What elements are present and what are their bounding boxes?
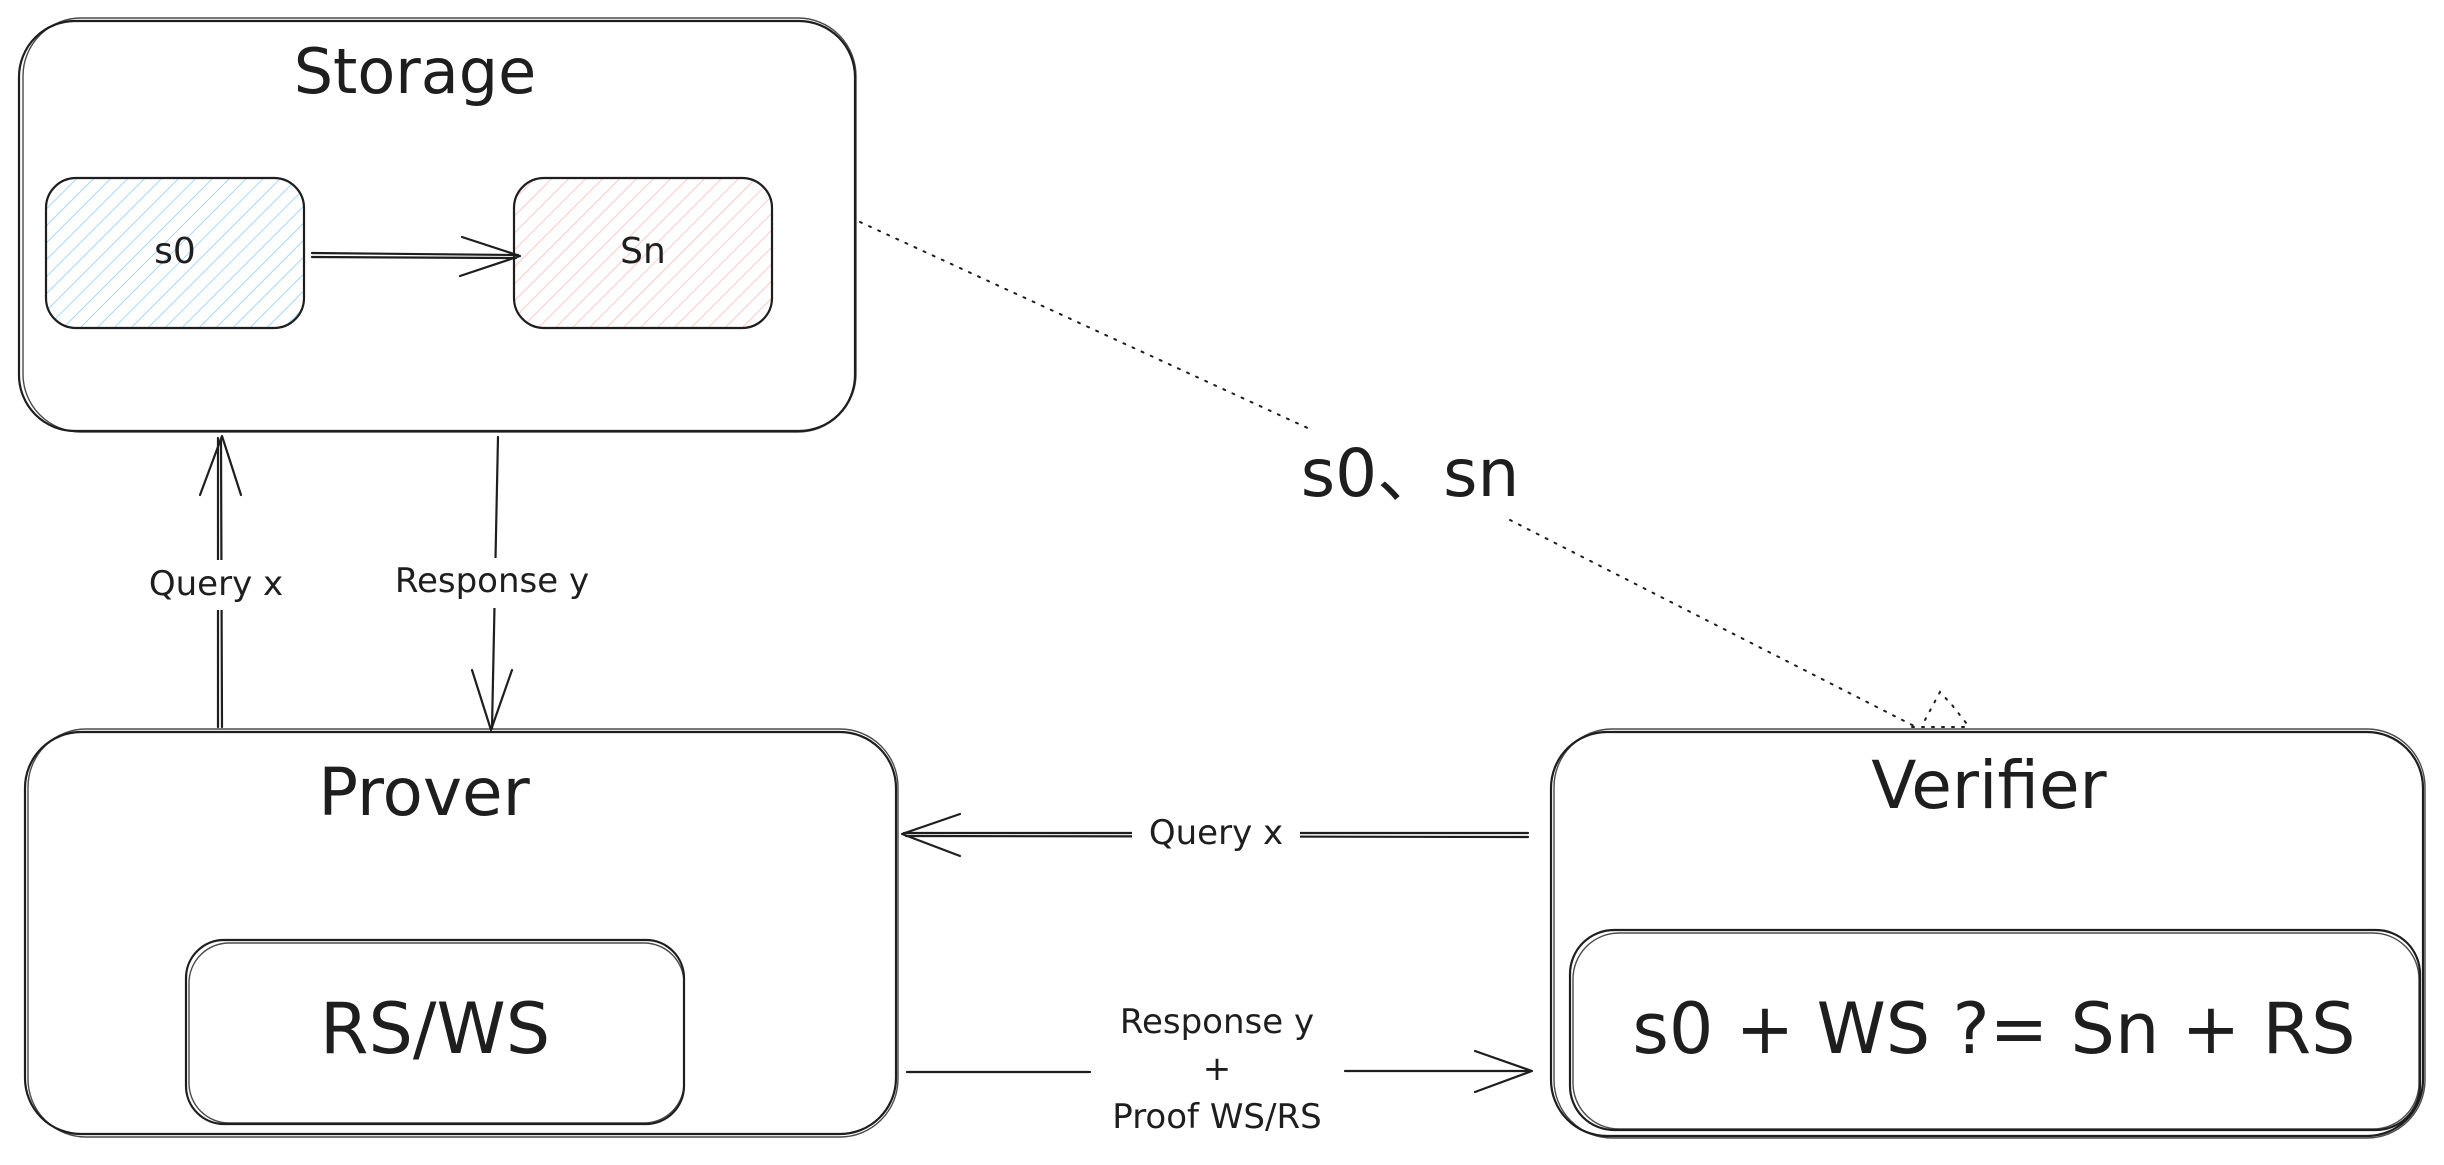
s0-label: s0 [154,231,196,272]
verifier-equation-box-sketch [1572,932,2420,1130]
verifier-query-arrow: Query x [900,808,1530,858]
verifier-equation: s0 + WS ?= Sn + RS [1632,988,2355,1070]
prover-title: Prover [318,754,530,831]
prover-response-label-3: Proof WS/RS [1112,1097,1321,1137]
storage-response-label: Response y [395,561,589,601]
prover-box-sketch [27,728,899,1138]
verifier-node: Verifier s0 + WS ?= Sn + RS [1549,728,2426,1139]
verifier-box [1549,730,2425,1138]
s0-to-sn-arrow [310,235,522,278]
rsws-label: RS/WS [320,988,550,1070]
prover-query-arrow: Query x [132,434,300,729]
storage-box-sketch [22,17,857,433]
prover-response-label-1: Response y [1120,1002,1314,1042]
rsws-box-sketch [188,942,685,1124]
prover-node: Prover RS/WS [23,728,899,1138]
storage-node: Storage s0 Sn [17,17,857,433]
storage-response-arrow: Response y [378,435,604,732]
sn-fill [514,178,772,328]
sn-label: Sn [620,231,666,272]
storage-to-verifier-label: s0、sn [1301,435,1520,512]
sn-node: Sn [512,176,774,330]
verifier-query-label: Query x [1149,813,1283,853]
verifier-box-sketch [1553,728,2426,1139]
verifier-equation-box [1568,928,2422,1132]
storage-title: Storage [294,35,537,108]
prover-box [23,730,898,1136]
prover-response-label-2: + [1203,1049,1232,1089]
prover-query-label: Query x [149,564,283,604]
prover-response-arrow: Response y + Proof WS/RS [905,1002,1534,1137]
storage-box [17,19,857,433]
s0-node: s0 [44,176,306,330]
s0-box [44,176,306,330]
verifier-title: Verifier [1871,747,2107,824]
s0-fill [46,178,304,328]
storage-to-verifier-connector: s0、sn [859,221,1971,729]
